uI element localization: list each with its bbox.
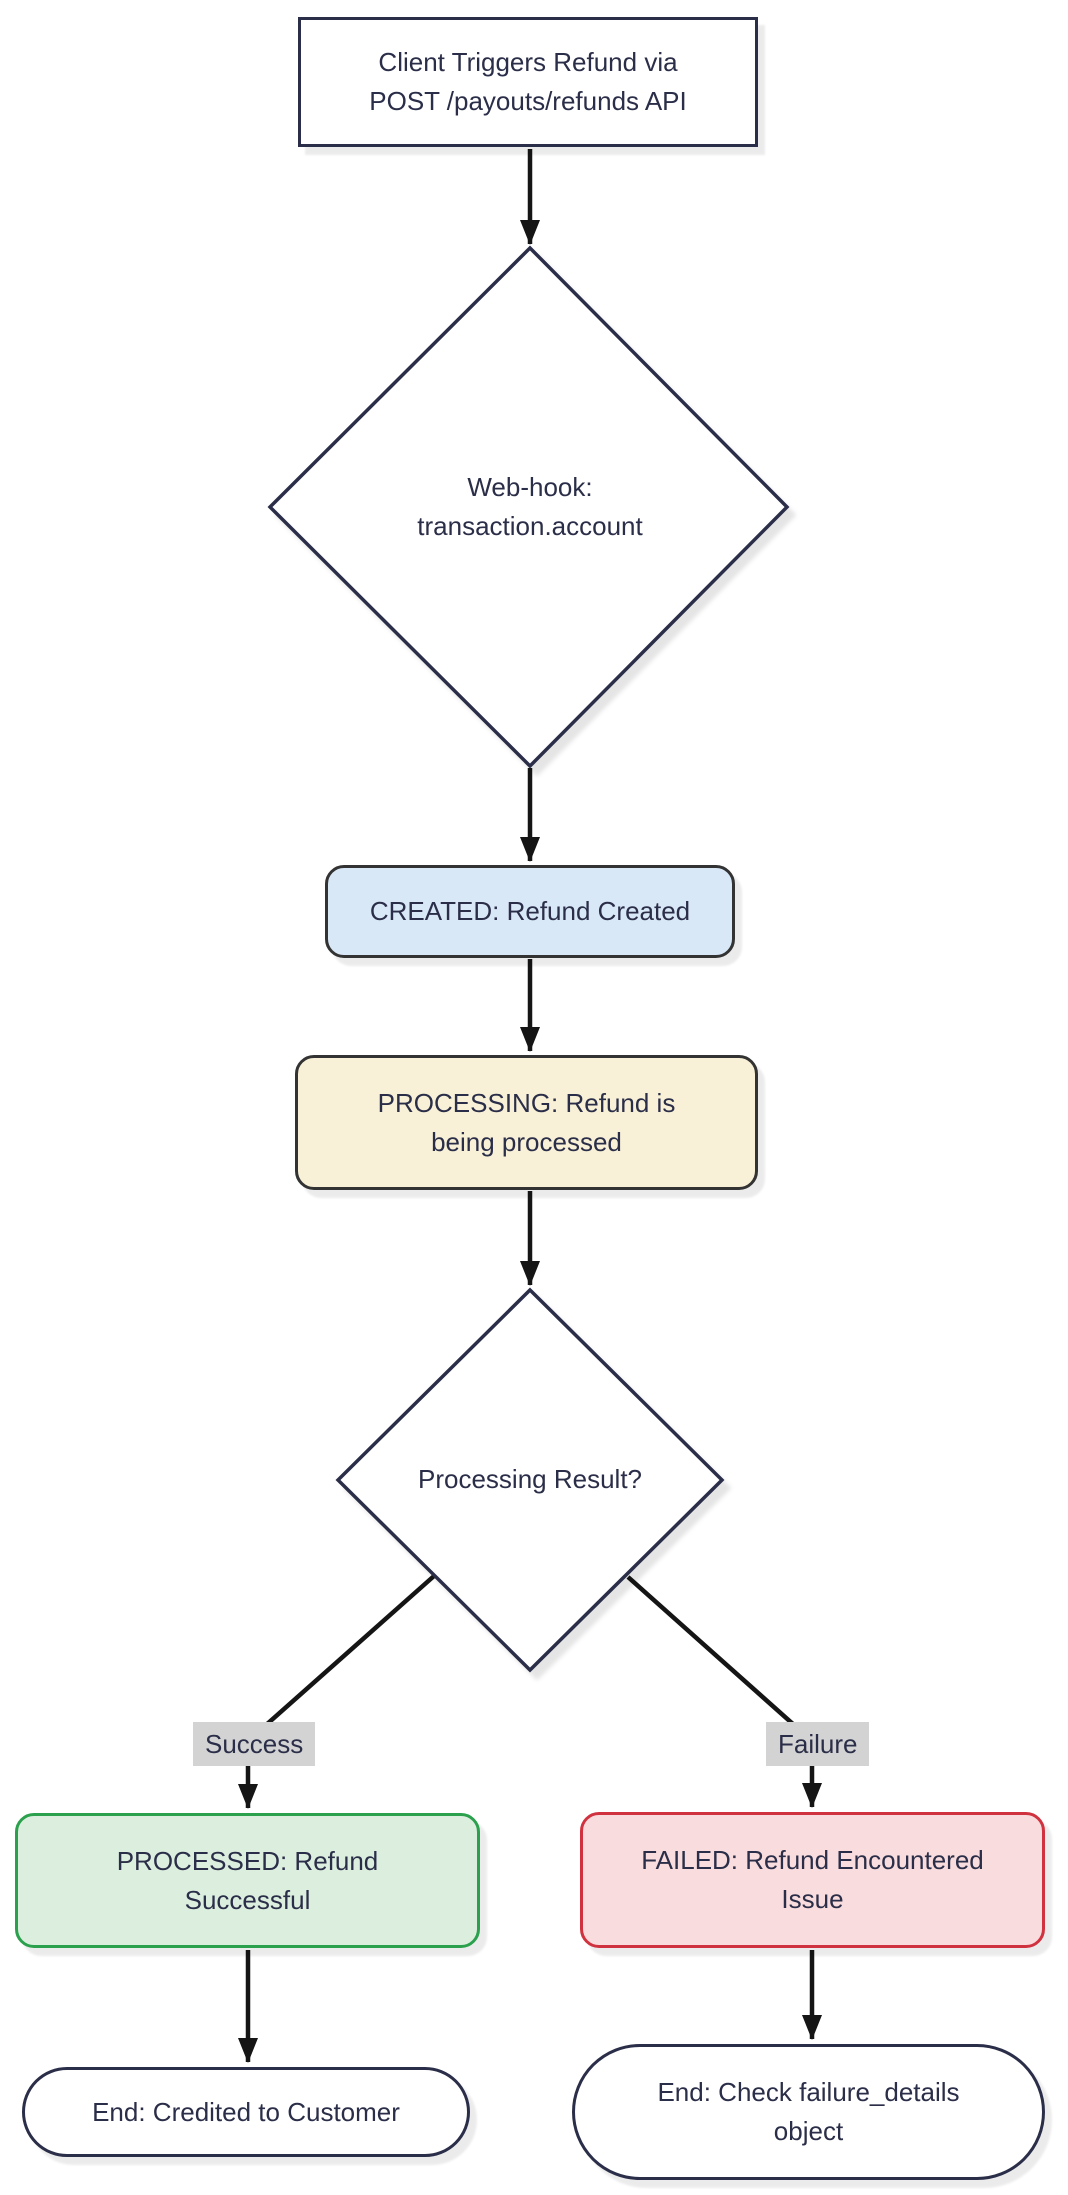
node-text-line: Client Triggers Refund via <box>378 47 678 77</box>
node-processed: PROCESSED: Refund Successful <box>15 1813 480 1948</box>
node-processing: PROCESSING: Refund is being processed <box>295 1055 758 1190</box>
node-text-line: Issue <box>781 1884 844 1914</box>
webhook-decision-diamond <box>267 245 790 769</box>
edge-label-failure: Failure <box>766 1722 870 1766</box>
node-failed: FAILED: Refund Encountered Issue <box>580 1812 1045 1948</box>
node-text-line: End: Check failure_details <box>657 2077 960 2107</box>
node-text-line: POST /payouts/refunds API <box>369 86 687 116</box>
node-text-line: PROCESSED: Refund <box>116 1845 379 1876</box>
edge-label-text: Success <box>205 1729 304 1759</box>
node-text-line: Successful <box>184 1884 311 1915</box>
edge-label-text: Failure <box>778 1729 858 1759</box>
node-end-failure: End: Check failure_details object <box>572 2044 1045 2180</box>
result-decision-diamond <box>335 1287 725 1673</box>
node-created: CREATED: Refund Created <box>325 865 735 958</box>
edge-result-to-failed <box>626 1575 822 1808</box>
result-decision-label: Processing Result? <box>330 1460 730 1499</box>
node-text-line: object <box>773 2116 844 2146</box>
node-text-line: CREATED: Refund Created <box>369 896 691 926</box>
node-end-success: End: Credited to Customer <box>22 2067 470 2157</box>
node-text-line: PROCESSING: Refund is <box>377 1087 676 1118</box>
node-text-line: End: Credited to Customer <box>92 2096 400 2127</box>
node-text-line: transaction.account <box>417 511 643 541</box>
webhook-decision-label: Web-hook: transaction.account <box>290 468 770 546</box>
node-text-line: Processing Result? <box>418 1464 642 1494</box>
node-client-trigger: Client Triggers Refund via POST /payouts… <box>298 17 758 147</box>
node-text-line: FAILED: Refund Encountered <box>641 1845 984 1875</box>
node-text-line: being processed <box>431 1126 622 1157</box>
edge-result-to-processed <box>238 1574 436 1809</box>
node-text-line: Web-hook: <box>467 472 593 502</box>
edge-label-success: Success <box>193 1722 316 1766</box>
